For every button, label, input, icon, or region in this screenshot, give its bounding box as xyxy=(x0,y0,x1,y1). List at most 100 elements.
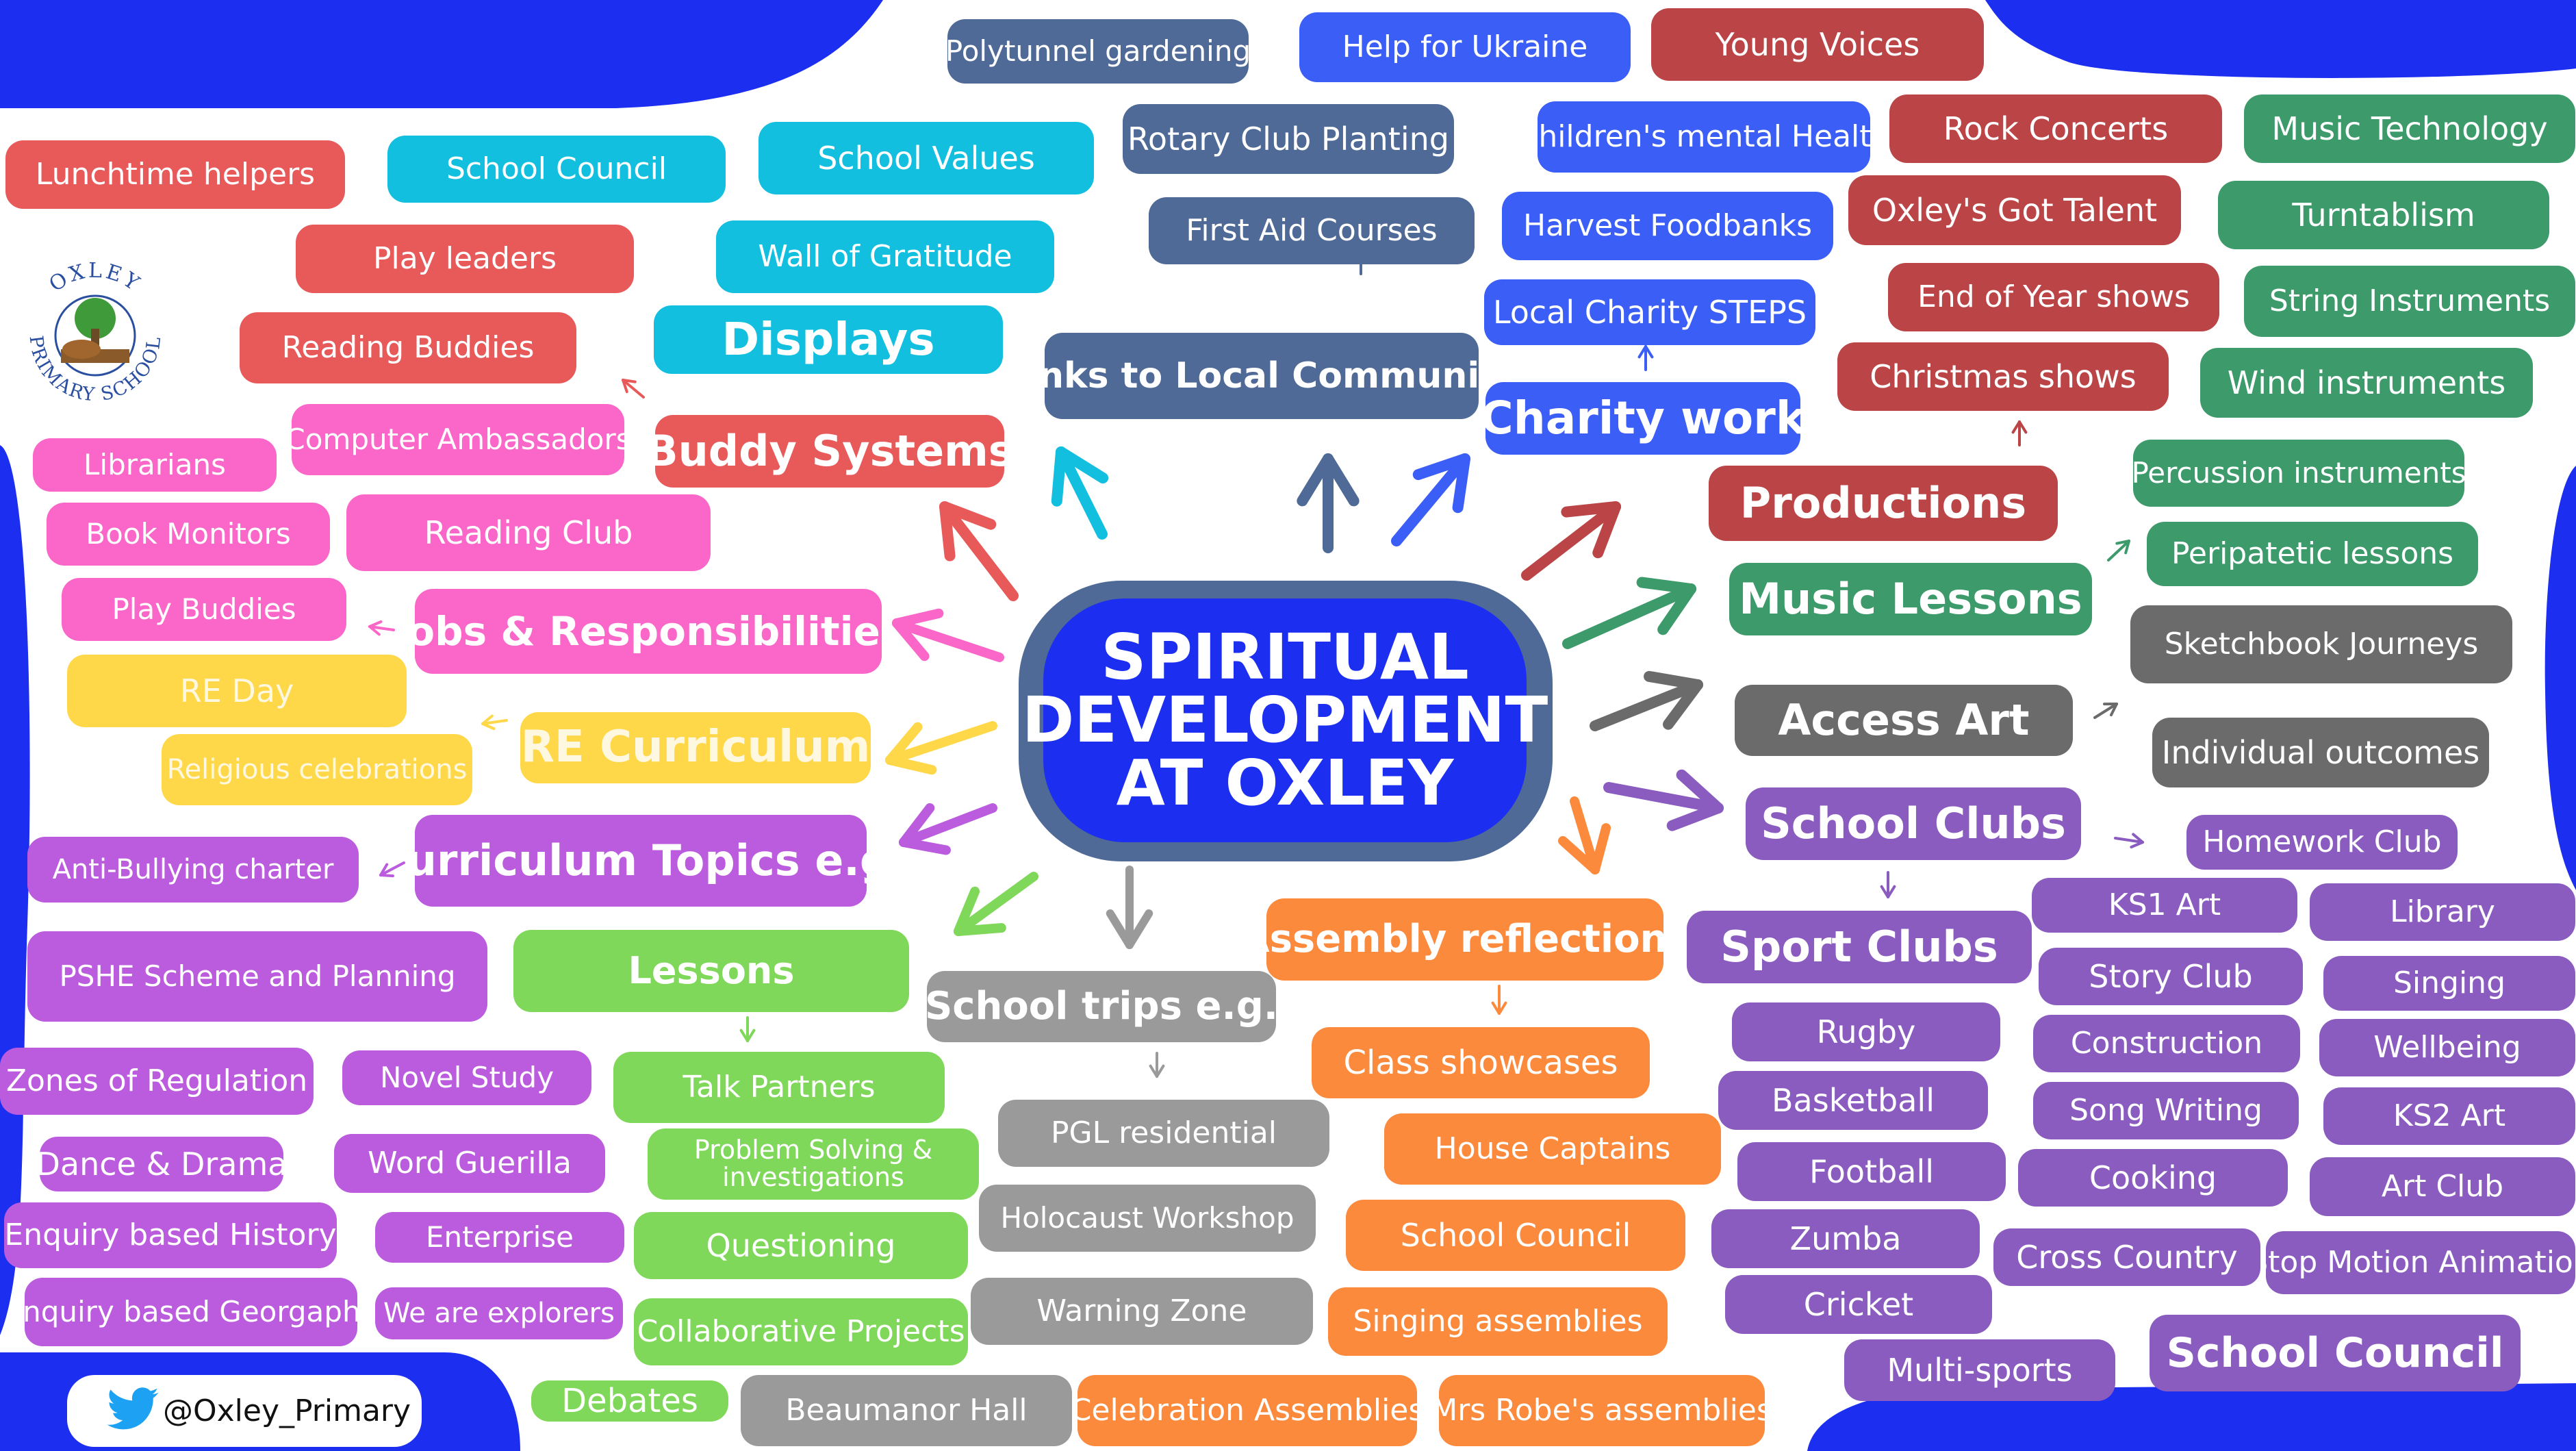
item-cricket: Cricket xyxy=(1725,1275,1992,1334)
item-reading-club: Reading Club xyxy=(346,494,711,571)
item-celebration-assemblies: Celebration Assemblies xyxy=(1077,1375,1417,1446)
item-string-instruments: String Instruments xyxy=(2244,266,2575,337)
connector-arrow-small xyxy=(1880,871,1896,898)
item-play-leaders: Play leaders xyxy=(296,225,634,293)
item-zones-of-regulation: Zones of Regulation xyxy=(0,1048,314,1115)
item-stop-motion-animation: Stop Motion Animation xyxy=(2266,1231,2575,1294)
item-library: Library xyxy=(2310,883,2575,941)
twitter-handle-text: @Oxley_Primary xyxy=(163,1393,411,1428)
item-religious-celebrations: Religious celebrations xyxy=(162,734,472,805)
connector-arrow-small xyxy=(1637,345,1654,371)
item-lunchtime-helpers: Lunchtime helpers xyxy=(5,140,345,209)
connector-arrow xyxy=(899,803,997,855)
item-story-club: Story Club xyxy=(2039,948,2303,1005)
item-wellbeing: Wellbeing xyxy=(2319,1019,2575,1076)
item-oxley-s-got-talent: Oxley's Got Talent xyxy=(1848,175,2181,245)
item-enterprise: Enterprise xyxy=(375,1212,624,1263)
item-problem-solving-and-investigations: Problem Solving & investigations xyxy=(648,1128,979,1200)
item-polytunnel-gardening: Polytunnel gardening xyxy=(947,19,1249,84)
item-enquiry-based-history: Enquiry based History xyxy=(4,1202,337,1268)
item-peripatetic-lessons: Peripatetic lessons xyxy=(2147,522,2478,586)
connector-arrow xyxy=(1297,453,1360,553)
item-house-captains: House Captains xyxy=(1384,1113,1721,1185)
item-questioning: Questioning xyxy=(634,1212,968,1279)
item-we-are-explorers: We are explorers xyxy=(375,1287,623,1339)
connector-arrow xyxy=(892,608,1004,662)
connector-arrow xyxy=(885,721,997,775)
item-art-club: Art Club xyxy=(2310,1157,2575,1216)
item-rock-concerts: Rock Concerts xyxy=(1889,94,2222,163)
item-enquiry-based-georgaphy: Enquiry based Georgaphy xyxy=(25,1278,357,1346)
connector-arrow xyxy=(939,501,1019,601)
item-percussion-instruments: Percussion instruments xyxy=(2133,440,2464,507)
connector-arrow-small xyxy=(2093,703,2118,719)
item-novel-study: Novel Study xyxy=(342,1050,591,1105)
connector-arrow xyxy=(1603,769,1724,831)
item-anti-bullying-charter: Anti-Bullying charter xyxy=(27,837,359,903)
item-sketchbook-journeys: Sketchbook Journeys xyxy=(2130,605,2512,683)
hub-lessons: Lessons xyxy=(513,930,909,1012)
hub-sport-clubs: Sport Clubs xyxy=(1687,911,2032,983)
connector-arrow xyxy=(1051,446,1109,540)
connector-arrow xyxy=(1391,453,1470,546)
connector-arrow-small xyxy=(2114,833,2144,849)
item-play-buddies: Play Buddies xyxy=(62,578,346,641)
connector-arrow-small xyxy=(368,620,395,636)
item-school-council: School Council xyxy=(1346,1200,1685,1271)
item-end-of-year-shows: End of Year shows xyxy=(1888,263,2219,331)
item-school-values: School Values xyxy=(758,122,1094,194)
item-music-technology: Music Technology xyxy=(2244,94,2575,163)
item-beaumanor-hall: Beaumanor Hall xyxy=(741,1375,1072,1446)
item-debates: Debates xyxy=(531,1380,728,1422)
item-holocaust-workshop: Holocaust Workshop xyxy=(979,1185,1316,1252)
decorative-blob-top-right xyxy=(1985,0,2576,78)
item-talk-partners: Talk Partners xyxy=(613,1052,945,1123)
connector-arrow-small xyxy=(2107,540,2130,562)
item-christmas-shows: Christmas shows xyxy=(1837,342,2169,411)
item-multi-sports: Multi-sports xyxy=(1844,1339,2115,1401)
item-construction: Construction xyxy=(2033,1015,2300,1072)
hub-charity-work: Charity work xyxy=(1485,382,1800,455)
connector-arrow-small xyxy=(481,714,508,731)
connector-arrow-small xyxy=(622,379,645,399)
connector-arrow-small xyxy=(2011,420,2028,446)
connector-arrow xyxy=(1590,670,1703,731)
item-singing: Singing xyxy=(2323,956,2575,1011)
item-individual-outcomes: Individual outcomes xyxy=(2152,718,2489,787)
item-rotary-club-planting: Rotary Club Planting xyxy=(1123,104,1454,174)
hub-buddy-systems: Buddy Systems xyxy=(655,415,1004,488)
hub-links-to-local-community: Links to Local Community xyxy=(1045,333,1479,419)
item-cross-country: Cross Country xyxy=(1993,1228,2260,1286)
hub-school-council: School Council xyxy=(2150,1315,2521,1391)
item-computer-ambassadors: Computer Ambassadors xyxy=(292,404,624,475)
twitter-bird-icon xyxy=(107,1387,159,1430)
hub-school-clubs: School Clubs xyxy=(1746,787,2081,860)
item-ks1-art: KS1 Art xyxy=(2032,878,2297,933)
item-wind-instruments: Wind instruments xyxy=(2200,348,2533,418)
item-basketball: Basketball xyxy=(1718,1071,1988,1130)
connector-arrow xyxy=(1521,501,1621,581)
item-song-writing: Song Writing xyxy=(2033,1082,2299,1139)
connector-arrow-small xyxy=(739,1016,756,1042)
item-cooking: Cooking xyxy=(2018,1149,2288,1207)
hub-music-lessons: Music Lessons xyxy=(1729,563,2092,635)
school-logo: OXLEY PRIMARY SCHOOL xyxy=(25,259,164,406)
hub-school-trips-e-g: School trips e.g. xyxy=(927,971,1276,1042)
hub-assembly-reflections: Assembly reflections xyxy=(1266,898,1663,981)
item-reading-buddies: Reading Buddies xyxy=(240,312,576,383)
logo-top-text: OXLEY xyxy=(45,259,146,297)
hub-curriculum-topics-e-g: Curriculum Topics e.g. xyxy=(415,815,867,907)
item-young-voices: Young Voices xyxy=(1651,8,1984,81)
item-school-council: School Council xyxy=(387,136,726,203)
hub-access-art: Access Art xyxy=(1735,685,2073,756)
center-title: SPIRITUAL DEVELOPMENT AT OXLEY xyxy=(1022,598,1548,842)
item-rugby: Rugby xyxy=(1732,1002,2000,1061)
connector-arrow xyxy=(1558,796,1611,874)
item-turntablism: Turntablism xyxy=(2218,181,2549,249)
item-help-for-ukraine: Help for Ukraine xyxy=(1299,12,1631,82)
item-pshe-scheme-and-planning: PSHE Scheme and Planning xyxy=(27,931,487,1022)
item-class-showcases: Class showcases xyxy=(1312,1027,1650,1098)
hub-jobs-and-responsibilities: Jobs & Responsibilities xyxy=(415,589,882,674)
